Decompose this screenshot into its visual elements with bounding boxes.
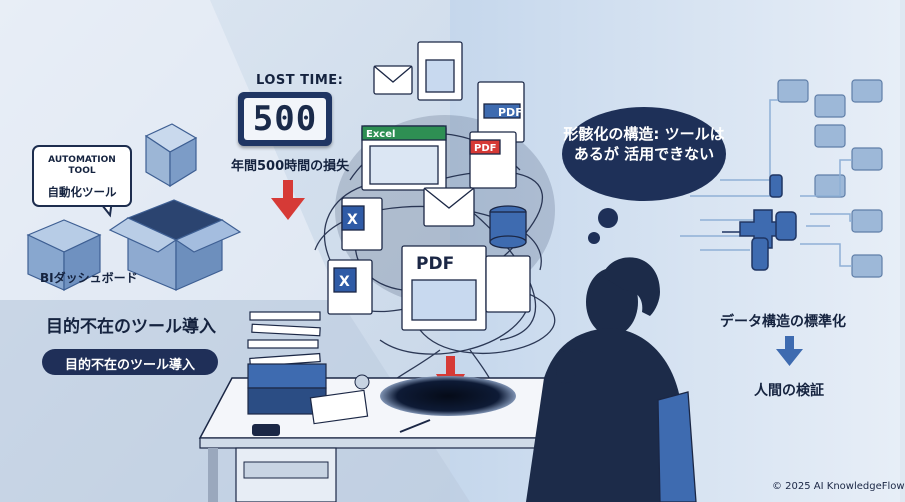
paper-stack (247, 311, 369, 425)
person-silhouette (526, 257, 696, 502)
automation-box-icons (26, 123, 242, 291)
annual-loss-caption: 年間500時間の損失 (231, 159, 350, 174)
office-chair (657, 391, 697, 502)
document-pile (327, 41, 531, 331)
thought-text: 形骸化の構造: ツールはあるが 活用できない (563, 125, 725, 163)
thought-bubble-tail (588, 208, 618, 244)
pill-text: 目的不在のツール導入 (64, 358, 195, 373)
human-verification: 人間の検証 (754, 383, 824, 399)
down-arrow-red-left (271, 180, 305, 220)
time-counter: 500 (238, 92, 332, 146)
automation-tool-jp: 自動化ツール (47, 185, 117, 199)
data-structure-standardization: データ構造の標準化 (720, 314, 846, 330)
copyright: © 2025 AI KnowledgeFlow (772, 481, 905, 492)
thought-bubble: 形骸化の構造: ツールはあるが 活用できない (562, 107, 726, 201)
purposeless-tools-pill: 目的不在のツール導入 (42, 349, 218, 375)
automation-tool-label: AUTOMATION TOOL (48, 155, 116, 176)
counter-digits: 500 (244, 98, 326, 140)
bi-dashboard-label: BIダッシュボード (40, 271, 138, 285)
purposeless-tools-heading: 目的不在のツール導入 (46, 317, 216, 337)
desk (198, 374, 642, 502)
data-structure-blocks (777, 79, 883, 278)
automation-speech-bubble: AUTOMATION TOOL 自動化ツール (32, 145, 132, 207)
pipe-connector (722, 174, 797, 271)
down-arrow-blue (776, 336, 803, 366)
lost-time-label: LOST TIME: (256, 73, 344, 88)
pipeline-lines (680, 99, 852, 267)
